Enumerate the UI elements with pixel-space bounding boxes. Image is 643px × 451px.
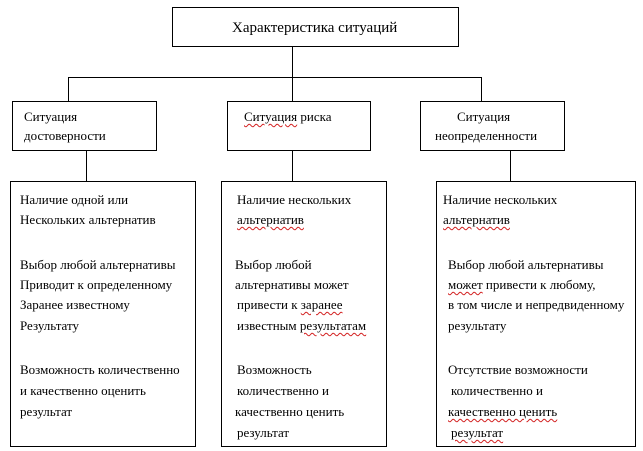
detail-certainty-line5: Заранее известному — [20, 297, 130, 312]
detail-certainty-line9: результат — [20, 404, 73, 419]
detail-uncertainty-line2: альтернатив — [443, 212, 510, 227]
detail-uncertainty-line10-text: результат — [451, 425, 504, 440]
detail-risk-line8: количественно и — [237, 383, 329, 398]
detail-box-uncertainty — [436, 181, 636, 447]
detail-risk-line7: Возможность — [237, 362, 312, 377]
detail-uncertainty-line6: результату — [448, 318, 507, 333]
connector-drop-2 — [292, 77, 293, 101]
detail-uncertainty-line5: в том числе и непредвиденному — [448, 297, 625, 312]
connector-drop-1 — [68, 77, 69, 101]
connector-trunk — [292, 46, 293, 77]
detail-risk-line6-word: результатам — [299, 318, 367, 333]
heading-box-certainty — [12, 101, 157, 151]
detail-uncertainty-line1: Наличие нескольких — [443, 192, 558, 207]
detail-risk-line1: Наличие нескольких — [237, 192, 352, 207]
heading-certainty-line1: Ситуация — [24, 109, 78, 124]
detail-uncertainty-line7: Отсутствие возможности — [448, 362, 588, 377]
detail-uncertainty-line9-text: качественно ценить — [448, 404, 558, 419]
detail-box-risk — [221, 181, 387, 447]
detail-uncertainty-line8: количественно и — [451, 383, 543, 398]
heading-box-risk — [227, 101, 371, 151]
detail-risk-line5-word: заранее — [300, 297, 343, 312]
detail-risk-line6: известным результатам — [237, 318, 367, 333]
detail-risk-line4: альтернативы может — [235, 277, 349, 292]
detail-certainty-line4: Приводит к определенному — [20, 277, 173, 292]
detail-risk-line5: привести к заранее — [237, 297, 343, 312]
diagram-title: Характеристика ситуаций — [232, 20, 398, 36]
detail-risk-line3: Выбор любой — [235, 257, 312, 272]
heading-risk-line1: Ситуация риска — [244, 109, 332, 124]
heading-certainty-line2: достоверности — [24, 128, 106, 143]
heading-uncertainty-line1: Ситуация — [457, 109, 511, 124]
detail-risk-line2: альтернатив — [237, 212, 304, 227]
detail-uncertainty-line2-text: альтернатив — [443, 212, 510, 227]
connector-down-1 — [86, 150, 87, 181]
connector-down-3 — [510, 150, 511, 181]
detail-certainty-line2: Нескольких альтернатив — [20, 212, 156, 227]
detail-certainty-line7: Возможность количественно — [20, 362, 180, 377]
detail-uncertainty-line9: качественно ценить — [448, 404, 557, 419]
detail-certainty-line6: Результату — [20, 318, 79, 333]
detail-uncertainty-line3: Выбор любой альтернативы — [448, 257, 604, 272]
detail-certainty-line8: и качественно оценить — [20, 383, 146, 398]
title-box — [172, 7, 459, 47]
detail-certainty-line1: Наличие одной или — [20, 192, 129, 207]
detail-uncertainty-line10: результат — [451, 425, 503, 440]
detail-certainty-line3: Выбор любой альтернативы — [20, 257, 176, 272]
detail-box-certainty — [10, 181, 196, 447]
detail-risk-line10: результат — [237, 425, 290, 440]
detail-uncertainty-line4-word: может — [448, 277, 483, 292]
heading-uncertainty-line2: неопределенности — [435, 128, 538, 143]
detail-uncertainty-line4: может привести к любому, — [448, 277, 596, 292]
heading-box-uncertainty — [420, 101, 565, 151]
connector-horizontal — [68, 77, 482, 78]
connector-drop-3 — [481, 77, 482, 101]
detail-risk-line9: качественно ценить — [235, 404, 345, 419]
detail-risk-line2-text: альтернатив — [237, 212, 304, 227]
heading-risk-word1: Ситуация — [244, 109, 298, 124]
connector-down-2 — [292, 150, 293, 181]
